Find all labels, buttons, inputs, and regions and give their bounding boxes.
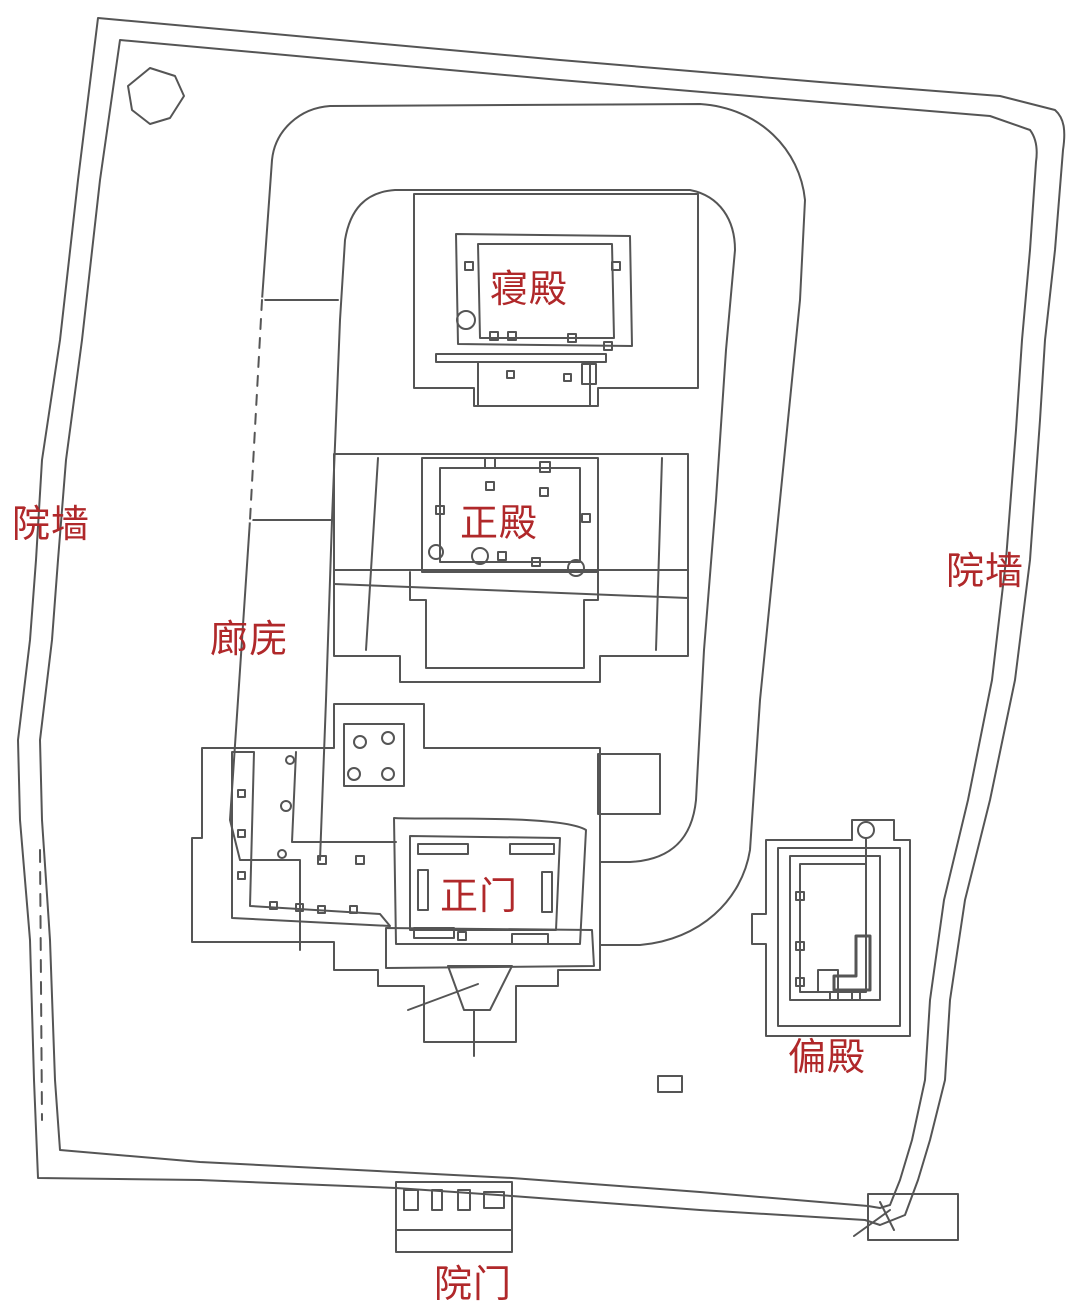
main-hall (333, 453, 689, 683)
label-side-hall: 偏殿 (788, 1035, 867, 1079)
main-gate (191, 703, 661, 1057)
label-main-hall: 正殿 (460, 501, 539, 545)
rear-hall (413, 193, 699, 407)
corner-gate (853, 1193, 959, 1241)
label-rear-hall: 寝殿 (490, 267, 569, 311)
label-courtyard-wall-right: 院墙 (946, 549, 1025, 593)
hexagon-well (127, 67, 185, 125)
label-corridor: 廊庑 (210, 617, 289, 661)
side-hall (751, 819, 911, 1037)
label-courtyard-wall-left: 院墙 (12, 502, 91, 546)
label-main-gate: 正门 (440, 874, 519, 918)
courtyard-gate (395, 1181, 513, 1253)
label-courtyard-gate: 院门 (434, 1262, 513, 1306)
small-platform (657, 1075, 683, 1093)
courtyard-wall (17, 17, 1066, 1226)
corridor-lines (229, 103, 806, 951)
